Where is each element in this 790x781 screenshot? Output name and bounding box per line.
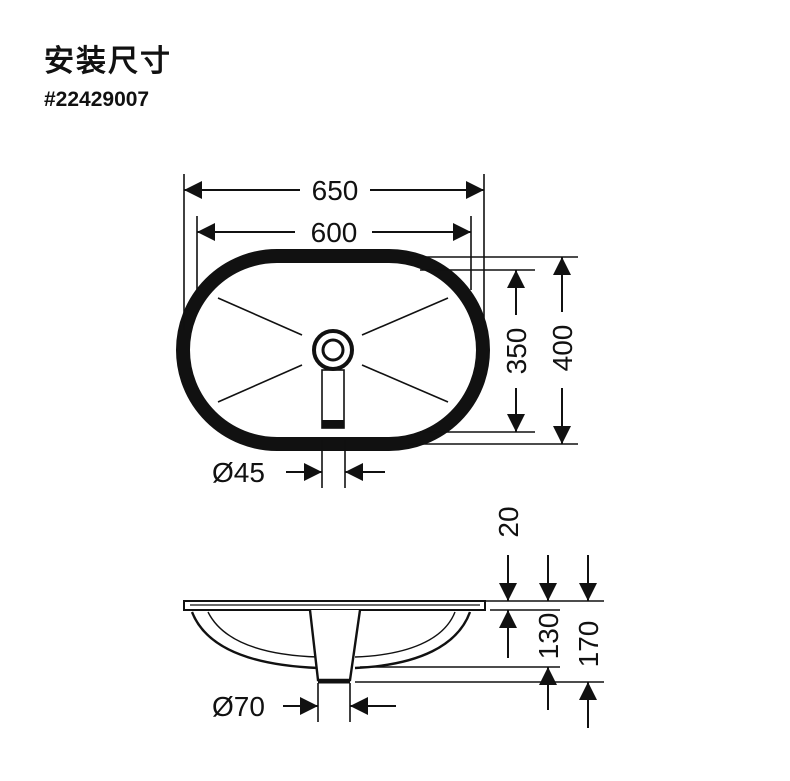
overflow-outlet [322,420,344,428]
dim-outlet-diameter: Ø70 [212,691,265,722]
dim-bowl-depth: 130 [533,613,564,660]
product-code: #22429007 [44,88,150,111]
dim-rim-thickness: 20 [493,506,524,537]
dim-total-height: 170 [573,621,604,668]
bowl-slope-lines [217,297,449,403]
basin-outline [176,249,490,451]
page-title: 安装尺寸 [44,44,172,79]
bowl-outer [190,611,319,670]
dim-drain-diameter: Ø45 [212,457,265,488]
outlet-extension-lines [317,683,351,722]
dim-inner-depth: 350 [501,328,532,375]
width-extension-lines [183,174,485,330]
side-view: 20 130 170 Ø70 [183,506,604,728]
top-view: 650 600 350 400 Ø45 [176,174,578,488]
dim-outer-width: 650 [312,175,359,206]
drain-inner [321,338,345,362]
dim-outer-depth: 400 [547,325,578,372]
dim-inner-width: 600 [311,217,358,248]
height-extension-lines [355,600,604,683]
overflow-channel [321,369,345,429]
bowl-inner [207,611,319,658]
drain-outlet [308,609,362,682]
